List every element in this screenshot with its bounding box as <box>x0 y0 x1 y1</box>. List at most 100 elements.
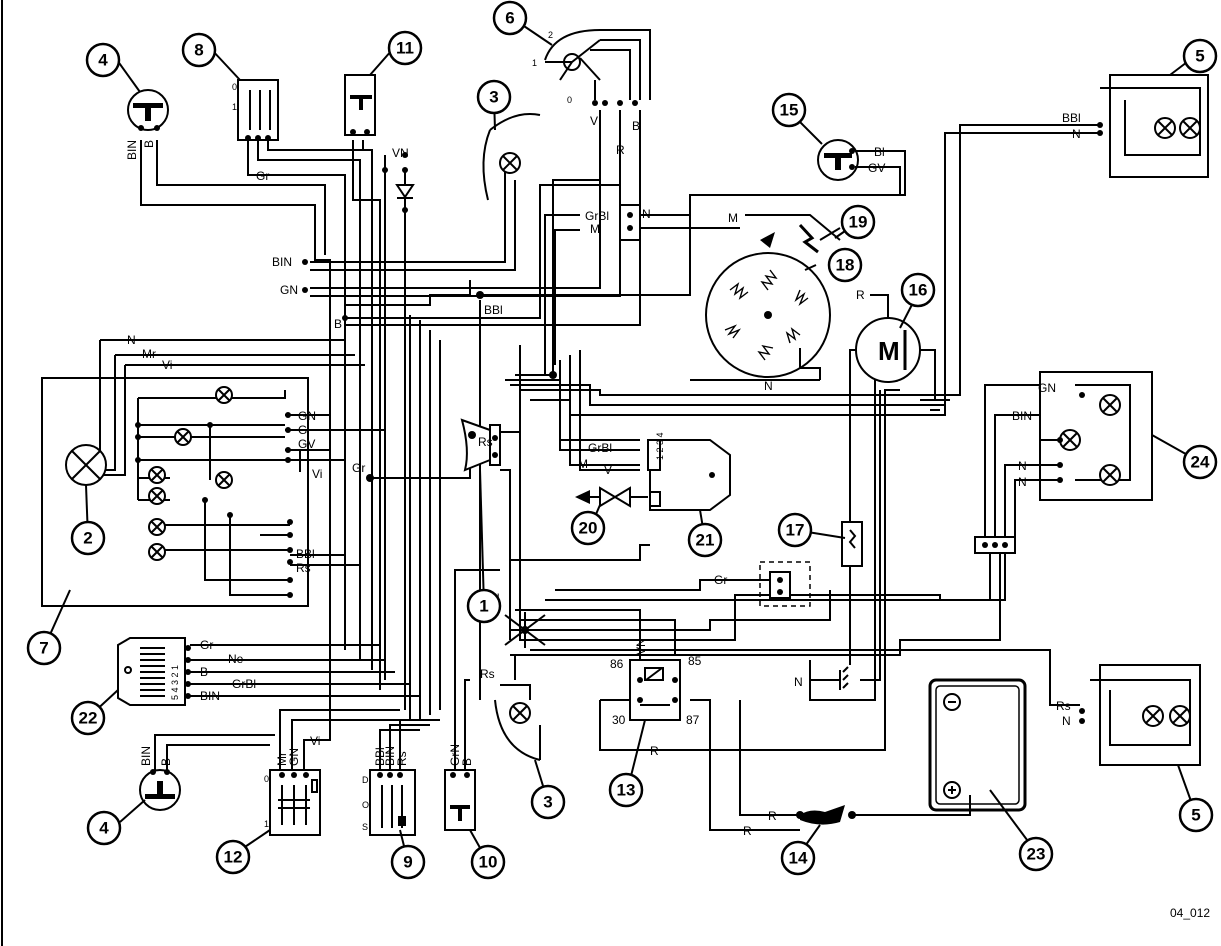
wire-label: GN <box>287 748 301 766</box>
svg-text:10: 10 <box>479 853 498 872</box>
wire-label: BIN <box>1012 409 1032 423</box>
wire-label: B <box>334 317 342 331</box>
wire-label: N <box>1072 127 1081 141</box>
svg-text:5: 5 <box>1195 47 1204 66</box>
svg-text:17: 17 <box>786 521 805 540</box>
callout-14: 14 <box>780 840 816 876</box>
svg-text:16: 16 <box>909 281 928 300</box>
wire-label: GN <box>1038 381 1056 395</box>
svg-text:1: 1 <box>479 597 488 616</box>
wire-label: B <box>142 140 156 148</box>
callout-7: 7 <box>26 630 62 666</box>
callout-12: 12 <box>215 839 251 875</box>
switch-position-label: 2 <box>548 30 553 40</box>
wire-label: Gr <box>714 573 727 587</box>
callout-4b: 4 <box>86 810 122 846</box>
rectifier-20 <box>575 486 648 508</box>
switch-12 <box>269 769 321 836</box>
switch-9 <box>369 769 416 836</box>
svg-text:23: 23 <box>1027 845 1046 864</box>
callout-5b: 5 <box>1178 797 1214 833</box>
svg-text:9: 9 <box>403 853 412 872</box>
starter-motor-16: M <box>855 294 950 411</box>
voltage-regulator-21 <box>647 439 731 511</box>
switch-position-label: D <box>362 775 369 785</box>
wire-label: GV <box>298 437 315 451</box>
wire-label: BIN <box>272 255 292 269</box>
callout-15: 15 <box>771 92 807 128</box>
callout-20: 20 <box>570 510 606 546</box>
svg-text:19: 19 <box>849 213 868 232</box>
wire-label: 86 <box>610 657 624 671</box>
component-callouts: 4 8 11 3 6 5 15 19 18 16 24 2 7 1 20 21 … <box>26 0 1218 880</box>
wire-label: Ne <box>228 652 244 666</box>
wire-label: N <box>642 207 651 221</box>
svg-text:11: 11 <box>396 39 414 58</box>
wire-label: N <box>1018 459 1027 473</box>
wire-label: BBl <box>484 303 503 317</box>
spark-plug-19 <box>745 214 841 254</box>
connector-grbl-m <box>619 204 740 290</box>
wire-label: N <box>1062 714 1071 728</box>
wire-label: BIN <box>200 689 220 703</box>
switch-position-label: 1 <box>264 819 269 829</box>
harness-junction <box>504 612 546 648</box>
wire-label: GrBl <box>585 209 609 223</box>
wire-label: N <box>1018 475 1027 489</box>
cluster-junction-dots <box>135 412 293 598</box>
wire-label: Gr <box>200 638 213 652</box>
wire-label: Rs <box>1056 699 1071 713</box>
battery-23 <box>928 678 1027 812</box>
horn-button-top <box>127 89 169 131</box>
svg-text:13: 13 <box>617 781 636 800</box>
callout-8: 8 <box>181 32 217 68</box>
switch-8 <box>237 79 279 141</box>
wire-label: 30 <box>612 713 626 727</box>
svg-text:14: 14 <box>789 849 808 868</box>
connector-block-24 <box>974 536 1016 554</box>
callout-1: 1 <box>466 588 502 624</box>
callout-24: 24 <box>1182 444 1218 480</box>
wire-label: Rs <box>478 435 493 449</box>
turn-signal-cluster-24 <box>1039 371 1153 501</box>
wire-label: BBl <box>373 747 387 766</box>
svg-text:7: 7 <box>39 639 48 658</box>
switch-position-label: 0 <box>567 95 572 105</box>
callout-4: 4 <box>85 42 121 78</box>
callout-16: 16 <box>900 272 936 308</box>
switch-position-label: 0 <box>232 82 237 92</box>
switch-position-label: S <box>362 822 368 832</box>
callout-3b: 3 <box>530 784 566 820</box>
wire-label: 5 4 3 2 1 <box>170 665 180 700</box>
wire-label: B <box>200 665 208 679</box>
svg-text:M: M <box>878 336 900 366</box>
svg-text:20: 20 <box>579 519 598 538</box>
callout-2: 2 <box>70 520 106 556</box>
wire-harness <box>80 110 1100 831</box>
svg-text:2: 2 <box>83 529 92 548</box>
warning-lamp-icons <box>148 386 233 561</box>
wire-label: GV <box>868 161 885 175</box>
wire-label: M <box>590 222 600 236</box>
callout-19: 19 <box>840 204 876 240</box>
wire-label: BBl <box>296 547 315 561</box>
wire-label: R <box>616 143 625 157</box>
wire-label: VN <box>392 146 409 160</box>
wire-label: Vi <box>162 358 172 372</box>
svg-text:3: 3 <box>543 793 552 812</box>
wire-label: 85 <box>688 654 702 668</box>
svg-text:4: 4 <box>99 819 109 838</box>
wire-label: Mr <box>275 752 289 766</box>
callout-9: 9 <box>390 844 426 880</box>
wire-label: GrBl <box>232 677 256 691</box>
svg-text:24: 24 <box>1191 453 1210 472</box>
connector-22 <box>117 637 191 706</box>
svg-text:3: 3 <box>489 88 498 107</box>
wire-label: Gr <box>256 169 269 183</box>
wire-label: BIN <box>383 746 397 766</box>
wire-label: Vi <box>310 734 320 748</box>
wire-label: BIN <box>125 140 139 160</box>
instrument-cluster <box>41 377 309 607</box>
wire-label: B <box>632 119 640 133</box>
wire-label: R <box>650 744 659 758</box>
